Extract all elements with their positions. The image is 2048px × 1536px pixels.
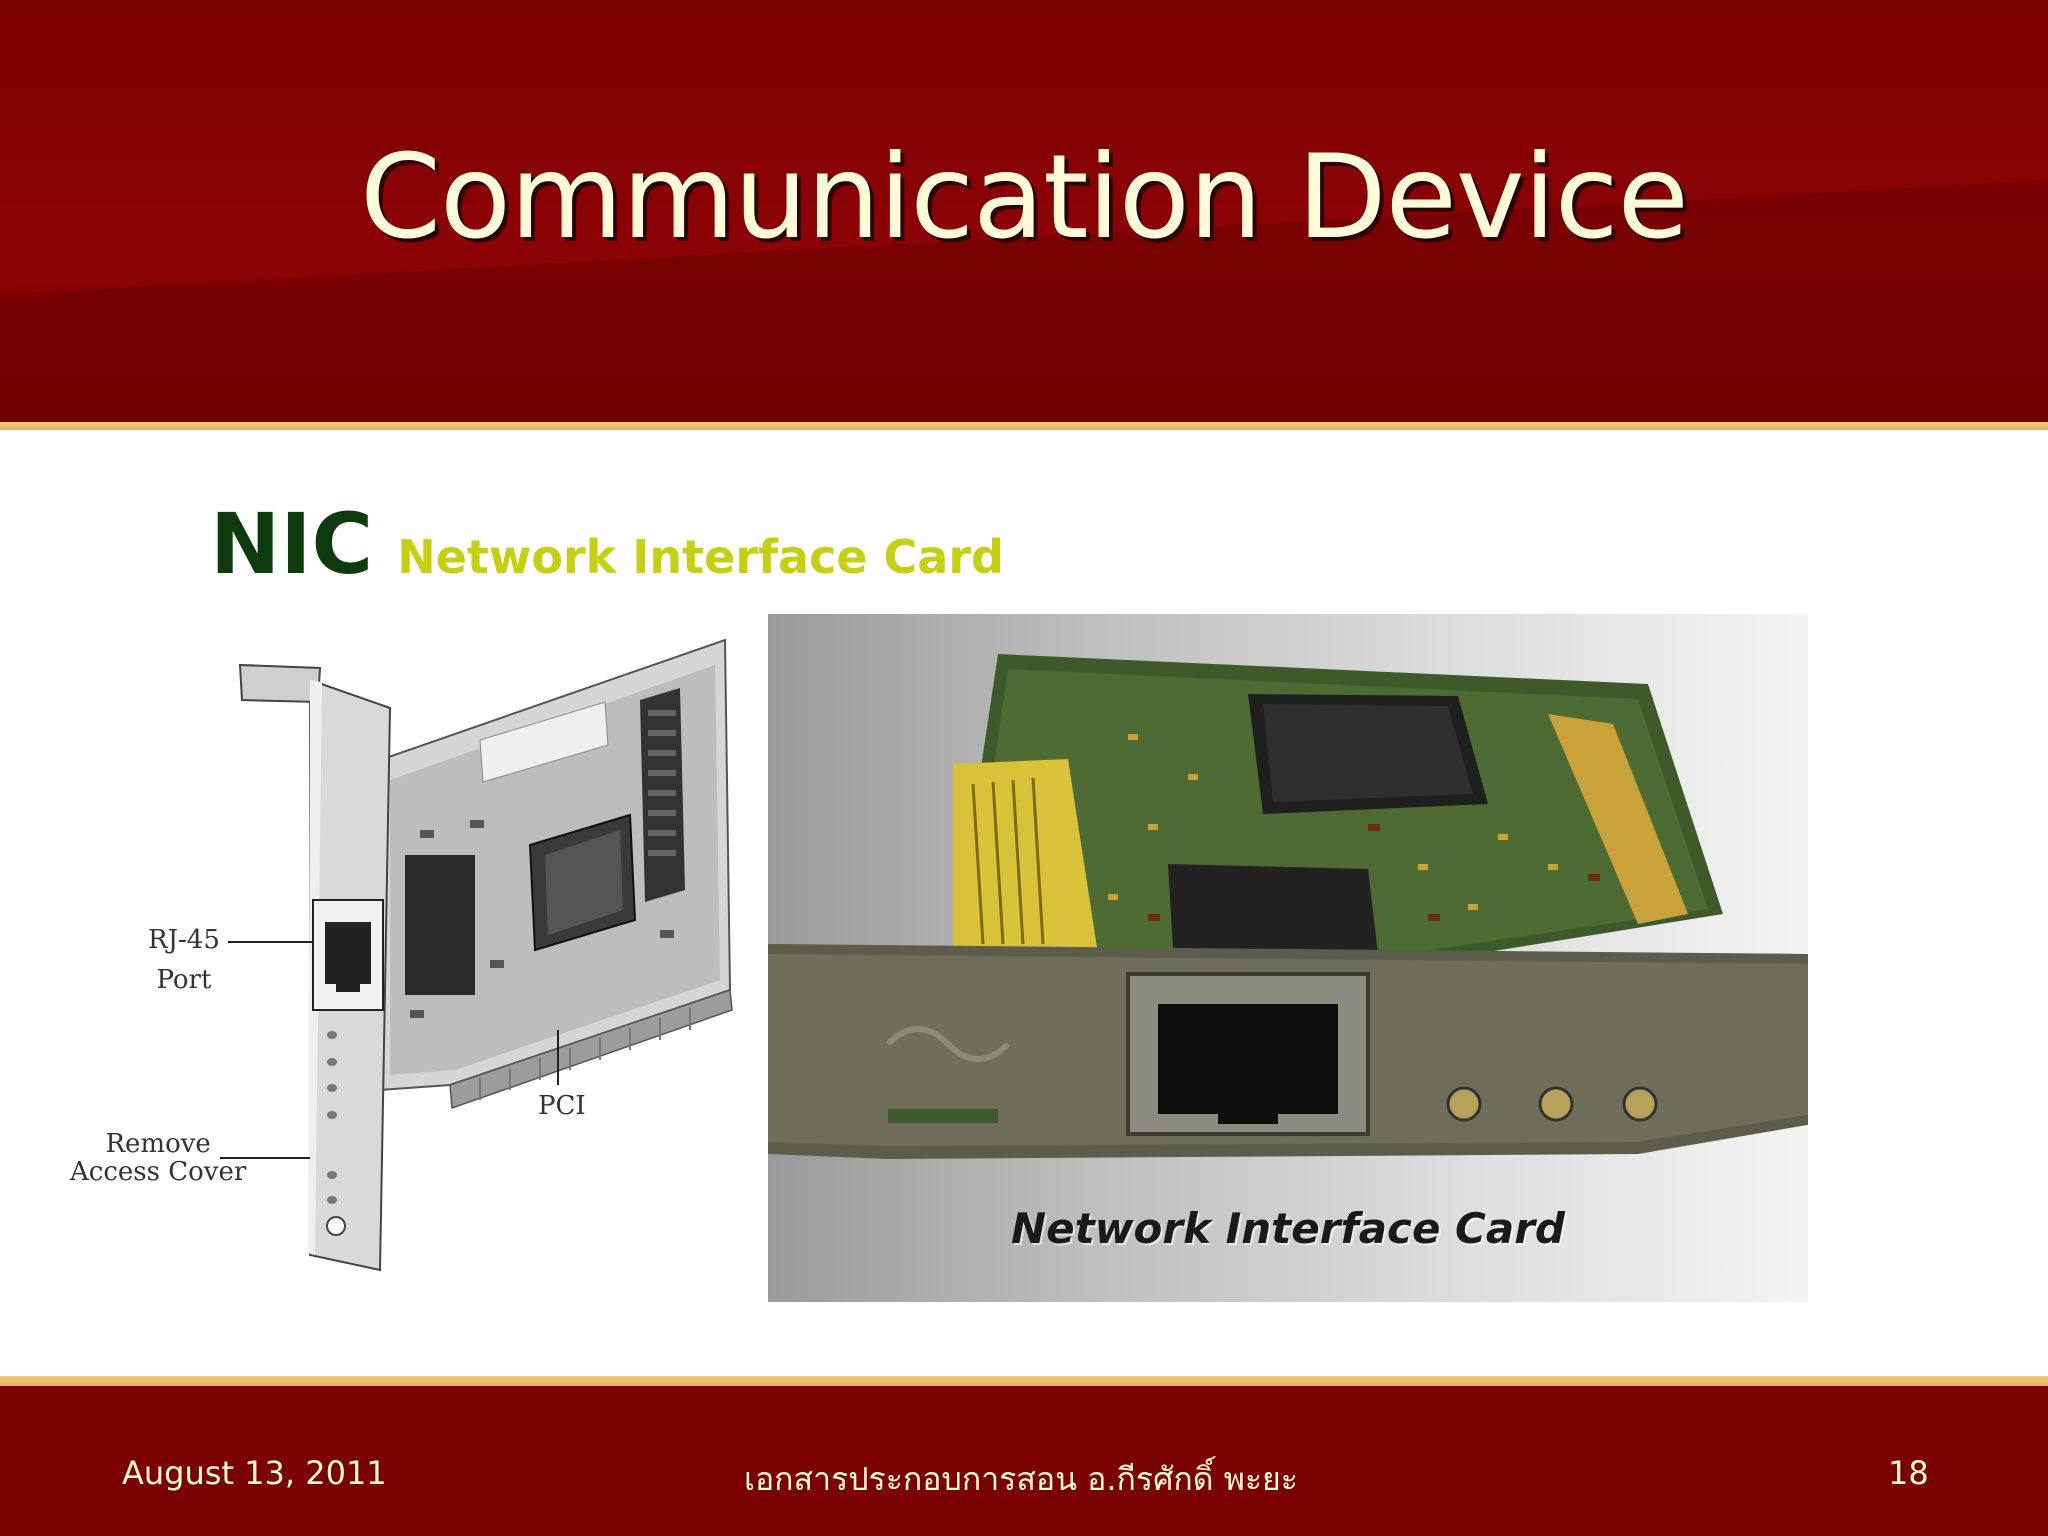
slide-title: Communication Device [360, 130, 1689, 265]
nic-photo: Network Interface Card [768, 614, 1808, 1302]
remove-cover-callout: Remove Access Cover [70, 1130, 246, 1186]
slide-subtitle: NIC Network Interface Card [210, 495, 1004, 593]
photo-caption: Network Interface Card [1011, 1204, 1565, 1253]
footer-author: เอกสารประกอบการสอน อ.กีรศักดิ์ พะยะ [744, 1460, 1298, 1498]
acronym-expansion: Network Interface Card [397, 530, 1004, 584]
nic-diagram-illustration [220, 638, 733, 1272]
header-divider [0, 422, 2048, 430]
rj45-callout: RJ-45 Port [148, 926, 220, 994]
remove-label: Remove [105, 1129, 211, 1159]
footer-divider [0, 1376, 2048, 1386]
rj45-label: RJ-45 [148, 925, 220, 955]
acronym-text: NIC [210, 495, 374, 593]
port-label: Port [156, 965, 212, 995]
page-number: 18 [1888, 1454, 1929, 1492]
footer-date: August 13, 2011 [122, 1454, 387, 1492]
footer-band: August 13, 2011 เอกสารประกอบการสอน อ.กีร… [0, 1386, 2048, 1536]
nic-diagram: RJ-45 Port PCI Remove Access Cover [60, 630, 750, 1290]
header-band: Communication Device [0, 0, 2048, 422]
nic-photo-illustration [768, 654, 1808, 1159]
access-cover-label: Access Cover [70, 1157, 247, 1187]
pci-label: PCI [538, 1091, 586, 1121]
